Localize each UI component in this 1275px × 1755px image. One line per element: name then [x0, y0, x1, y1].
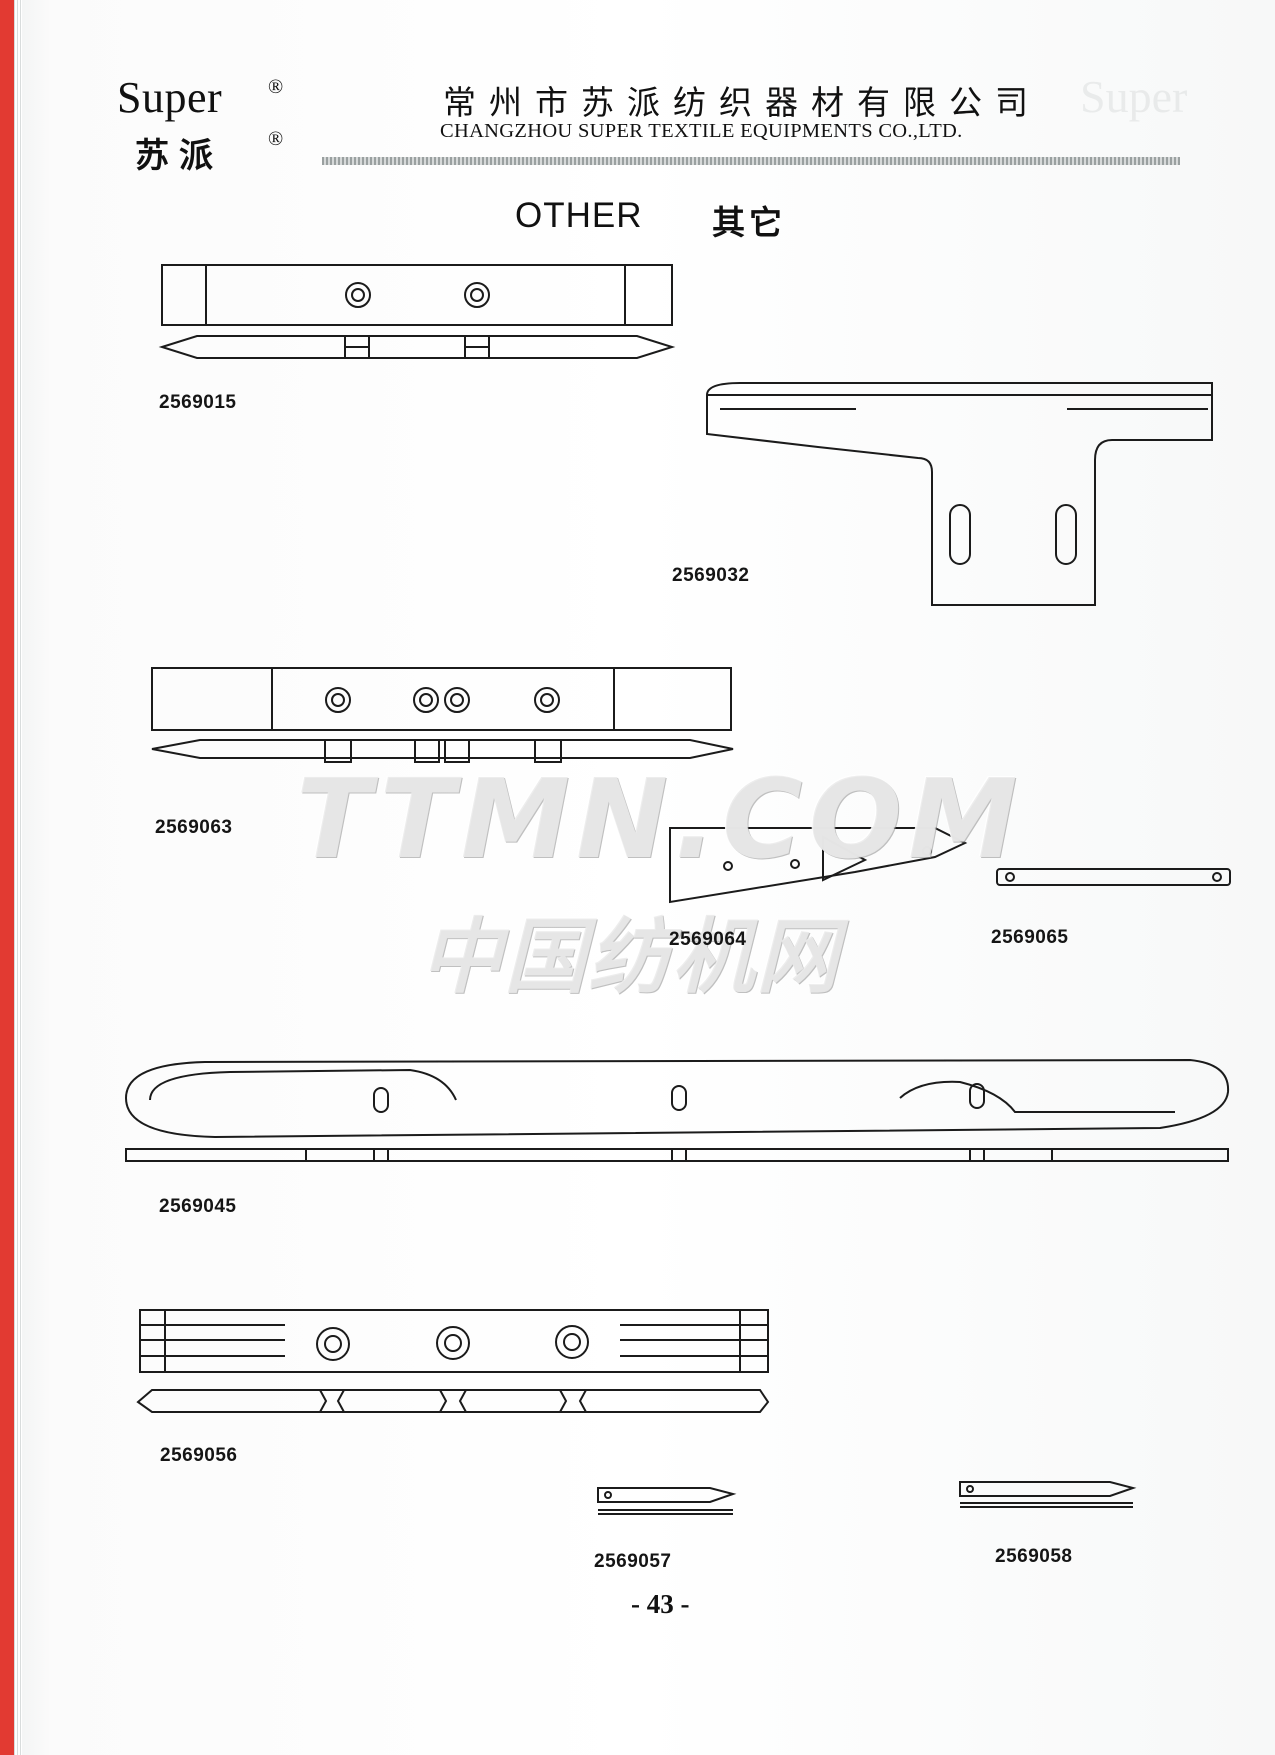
- part-code: 2569065: [991, 927, 1069, 948]
- drawing-2569045: [124, 1058, 1230, 1162]
- part-code: 2569045: [159, 1196, 237, 1217]
- bleed-through: Super: [1080, 71, 1188, 122]
- watermark-cn: 中国纺机网: [420, 910, 840, 1005]
- drawing-2569064: [669, 827, 968, 904]
- company-name-cn: 常州市苏派纺织器材有限公司: [443, 86, 1041, 122]
- registered-mark-cn: ®: [268, 128, 284, 150]
- drawing-2569065: [996, 868, 1231, 886]
- brand-logo-cn: 苏派: [135, 138, 223, 175]
- page-stack-edge: [14, 0, 22, 1755]
- drawing-2569058: [959, 1481, 1137, 1508]
- part-code: 2569057: [594, 1551, 672, 1572]
- part-code: 2569064: [669, 929, 747, 950]
- header-rule: [322, 157, 1180, 165]
- part-code: 2569063: [155, 817, 233, 838]
- drawing-2569015: [158, 264, 676, 359]
- part-code: 2569058: [995, 1546, 1073, 1567]
- part-code: 2569015: [159, 392, 237, 413]
- section-title-en: OTHER: [515, 196, 643, 235]
- drawing-2569056: [136, 1309, 770, 1413]
- drawing-2569032: [706, 382, 1213, 606]
- drawing-2569063: [151, 667, 734, 763]
- registered-mark: ®: [268, 76, 284, 98]
- drawing-2569057: [597, 1487, 737, 1515]
- part-code: 2569056: [160, 1445, 238, 1466]
- part-code: 2569032: [672, 565, 750, 586]
- page-number: - 43 -: [631, 1589, 690, 1619]
- section-title-cn: 其它: [712, 204, 786, 241]
- brand-logo-en: Super: [117, 73, 223, 122]
- company-name-en: CHANGZHOU SUPER TEXTILE EQUIPMENTS CO.,L…: [440, 120, 963, 142]
- red-page-edge: [0, 0, 14, 1755]
- watermark-en: TTMN.COM: [296, 755, 1024, 883]
